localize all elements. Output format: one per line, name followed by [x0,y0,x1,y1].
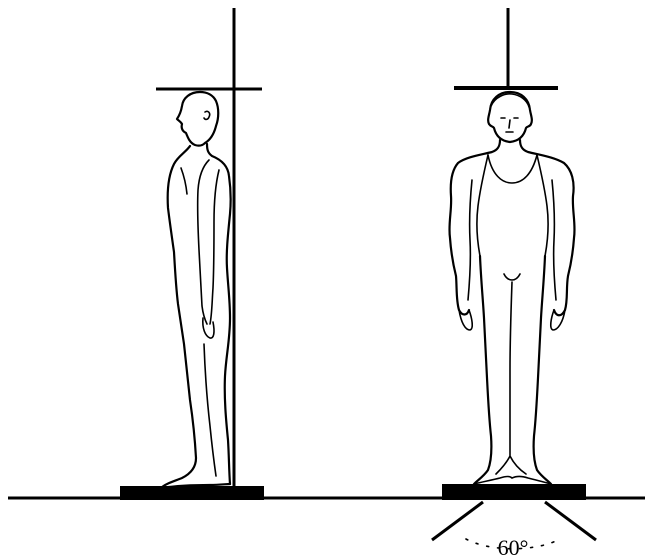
left-leg-outline [474,256,491,484]
front-view-figure [449,92,574,484]
head-outline [177,92,218,146]
chest-detail [181,168,187,194]
arm-outline [198,160,209,324]
right-arm-inner [552,180,556,300]
tank-top-neckline [488,155,537,183]
arm-inner [210,170,219,324]
angle-line-right [545,502,596,540]
right-leg-outline [534,256,551,484]
base-platform [442,484,586,500]
hand [203,318,214,338]
tank-top-left-side [477,155,488,256]
face-nose-mouth [506,120,513,132]
feet [474,477,551,485]
angle-line-left [432,502,483,540]
tank-top-right-side [537,155,548,256]
ear [204,111,210,119]
side-view-stadiometer [120,8,264,500]
crotch-and-inner-legs [496,274,526,474]
base-platform [120,486,264,500]
leg-detail [204,344,216,476]
side-view-figure [161,92,231,488]
torso-outline [449,140,500,315]
front-outline [161,146,196,488]
angle-label: 60° [498,535,529,559]
foot-angle-indicator: 60° [432,502,596,559]
left-arm-inner [468,180,472,300]
front-view-stadiometer [442,8,586,500]
